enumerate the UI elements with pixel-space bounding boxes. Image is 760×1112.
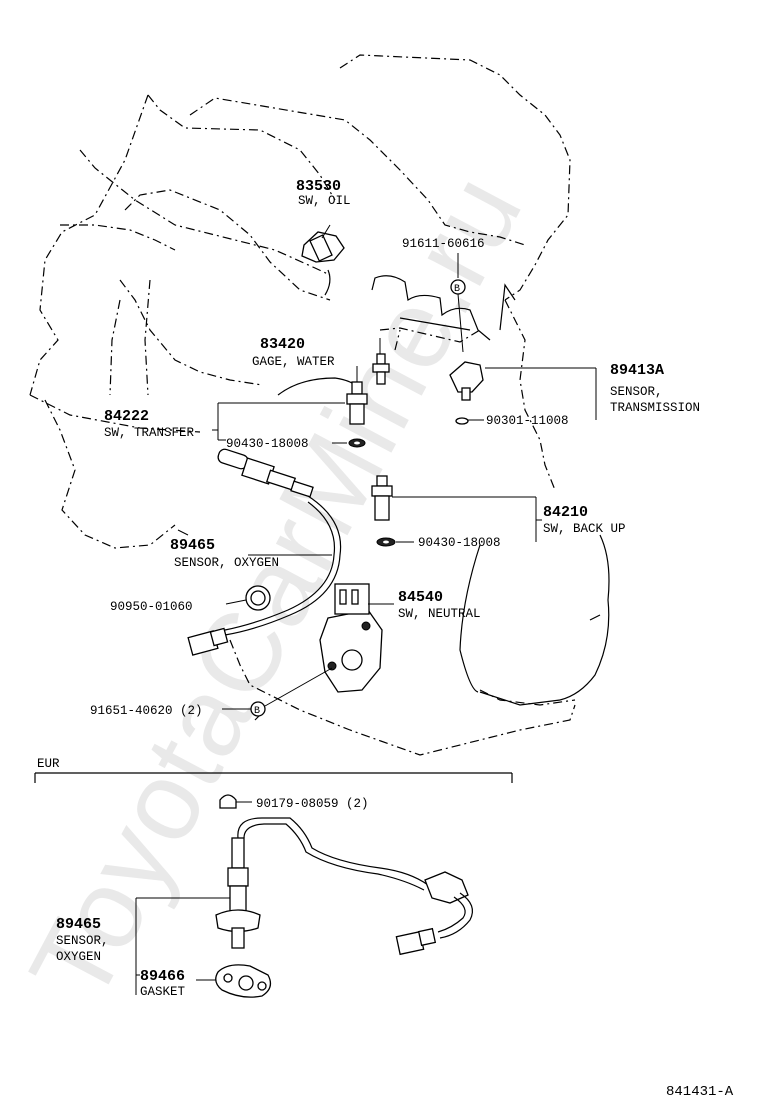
- label-90301-number: 90301-11008: [486, 414, 569, 428]
- label-84210-name: SW, BACK UP: [543, 522, 626, 536]
- label-89465-name: SENSOR, OXYGEN: [174, 556, 279, 570]
- label-84210-number: 84210: [543, 504, 588, 521]
- label-89413A-name-line1: SENSOR,: [610, 385, 663, 399]
- label-83530-name: SW, OIL: [298, 194, 351, 208]
- bolt-neutral-symbol-letter: B: [254, 706, 260, 717]
- label-89466-name: GASKET: [140, 985, 186, 999]
- bolt-top-symbol-letter: B: [454, 284, 460, 295]
- label-eur-89465-name-line2: OXYGEN: [56, 950, 101, 964]
- label-91611-number: 91611-60616: [402, 237, 485, 251]
- label-89413A-name-line2: TRANSMISSION: [610, 401, 700, 415]
- label-83420-name: GAGE, WATER: [252, 355, 335, 369]
- label-91651-number: 91651-40620 (2): [90, 704, 203, 718]
- leader-lines: [177, 367, 597, 605]
- grommet-part[interactable]: [225, 585, 271, 611]
- label-eur-89465-name-line1: SENSOR,: [56, 934, 109, 948]
- label-90179-number: 90179-08059 (2): [256, 797, 369, 811]
- label-90430-backup-number: 90430-18008: [418, 536, 501, 550]
- label-90430-transfer-number: 90430-18008: [226, 437, 309, 451]
- label-84540-number: 84540: [398, 589, 443, 606]
- label-83420-number: 83420: [260, 336, 305, 353]
- oil-switch-part[interactable]: [301, 224, 345, 263]
- label-84222-number: 84222: [104, 408, 149, 425]
- label-83530-number: 83530: [296, 178, 341, 195]
- label-eur-89465-number: 89465: [56, 916, 101, 933]
- eur-oxygen-sensor-part[interactable]: [215, 794, 473, 956]
- label-84222-name: SW, TRANSFER: [104, 426, 195, 440]
- transfer-switch-part[interactable]: [346, 366, 368, 448]
- label-84540-name: SW, NEUTRAL: [398, 607, 481, 621]
- label-89466-number: 89466: [140, 968, 185, 985]
- transmission-sensor-part[interactable]: [449, 361, 484, 425]
- engine-outline: [29, 54, 576, 756]
- label-90950-number: 90950-01060: [110, 600, 193, 614]
- eur-leader-lines: [135, 801, 252, 995]
- diagram-code: 841431-A: [666, 1084, 734, 1100]
- label-89413A-number: 89413A: [610, 362, 664, 379]
- oxygen-sensor-part[interactable]: [187, 448, 342, 656]
- bolt-neutral-symbol: B: [222, 667, 333, 717]
- neutral-switch-part[interactable]: [319, 583, 383, 693]
- eur-gasket-part[interactable]: [215, 964, 272, 998]
- bolt-top-symbol: B: [450, 253, 466, 353]
- eur-section-label: EUR: [37, 757, 60, 771]
- water-gage-part[interactable]: [372, 338, 390, 385]
- label-89465-number: 89465: [170, 537, 215, 554]
- backup-switch-part[interactable]: [371, 475, 396, 547]
- eur-section-frame: [34, 772, 513, 783]
